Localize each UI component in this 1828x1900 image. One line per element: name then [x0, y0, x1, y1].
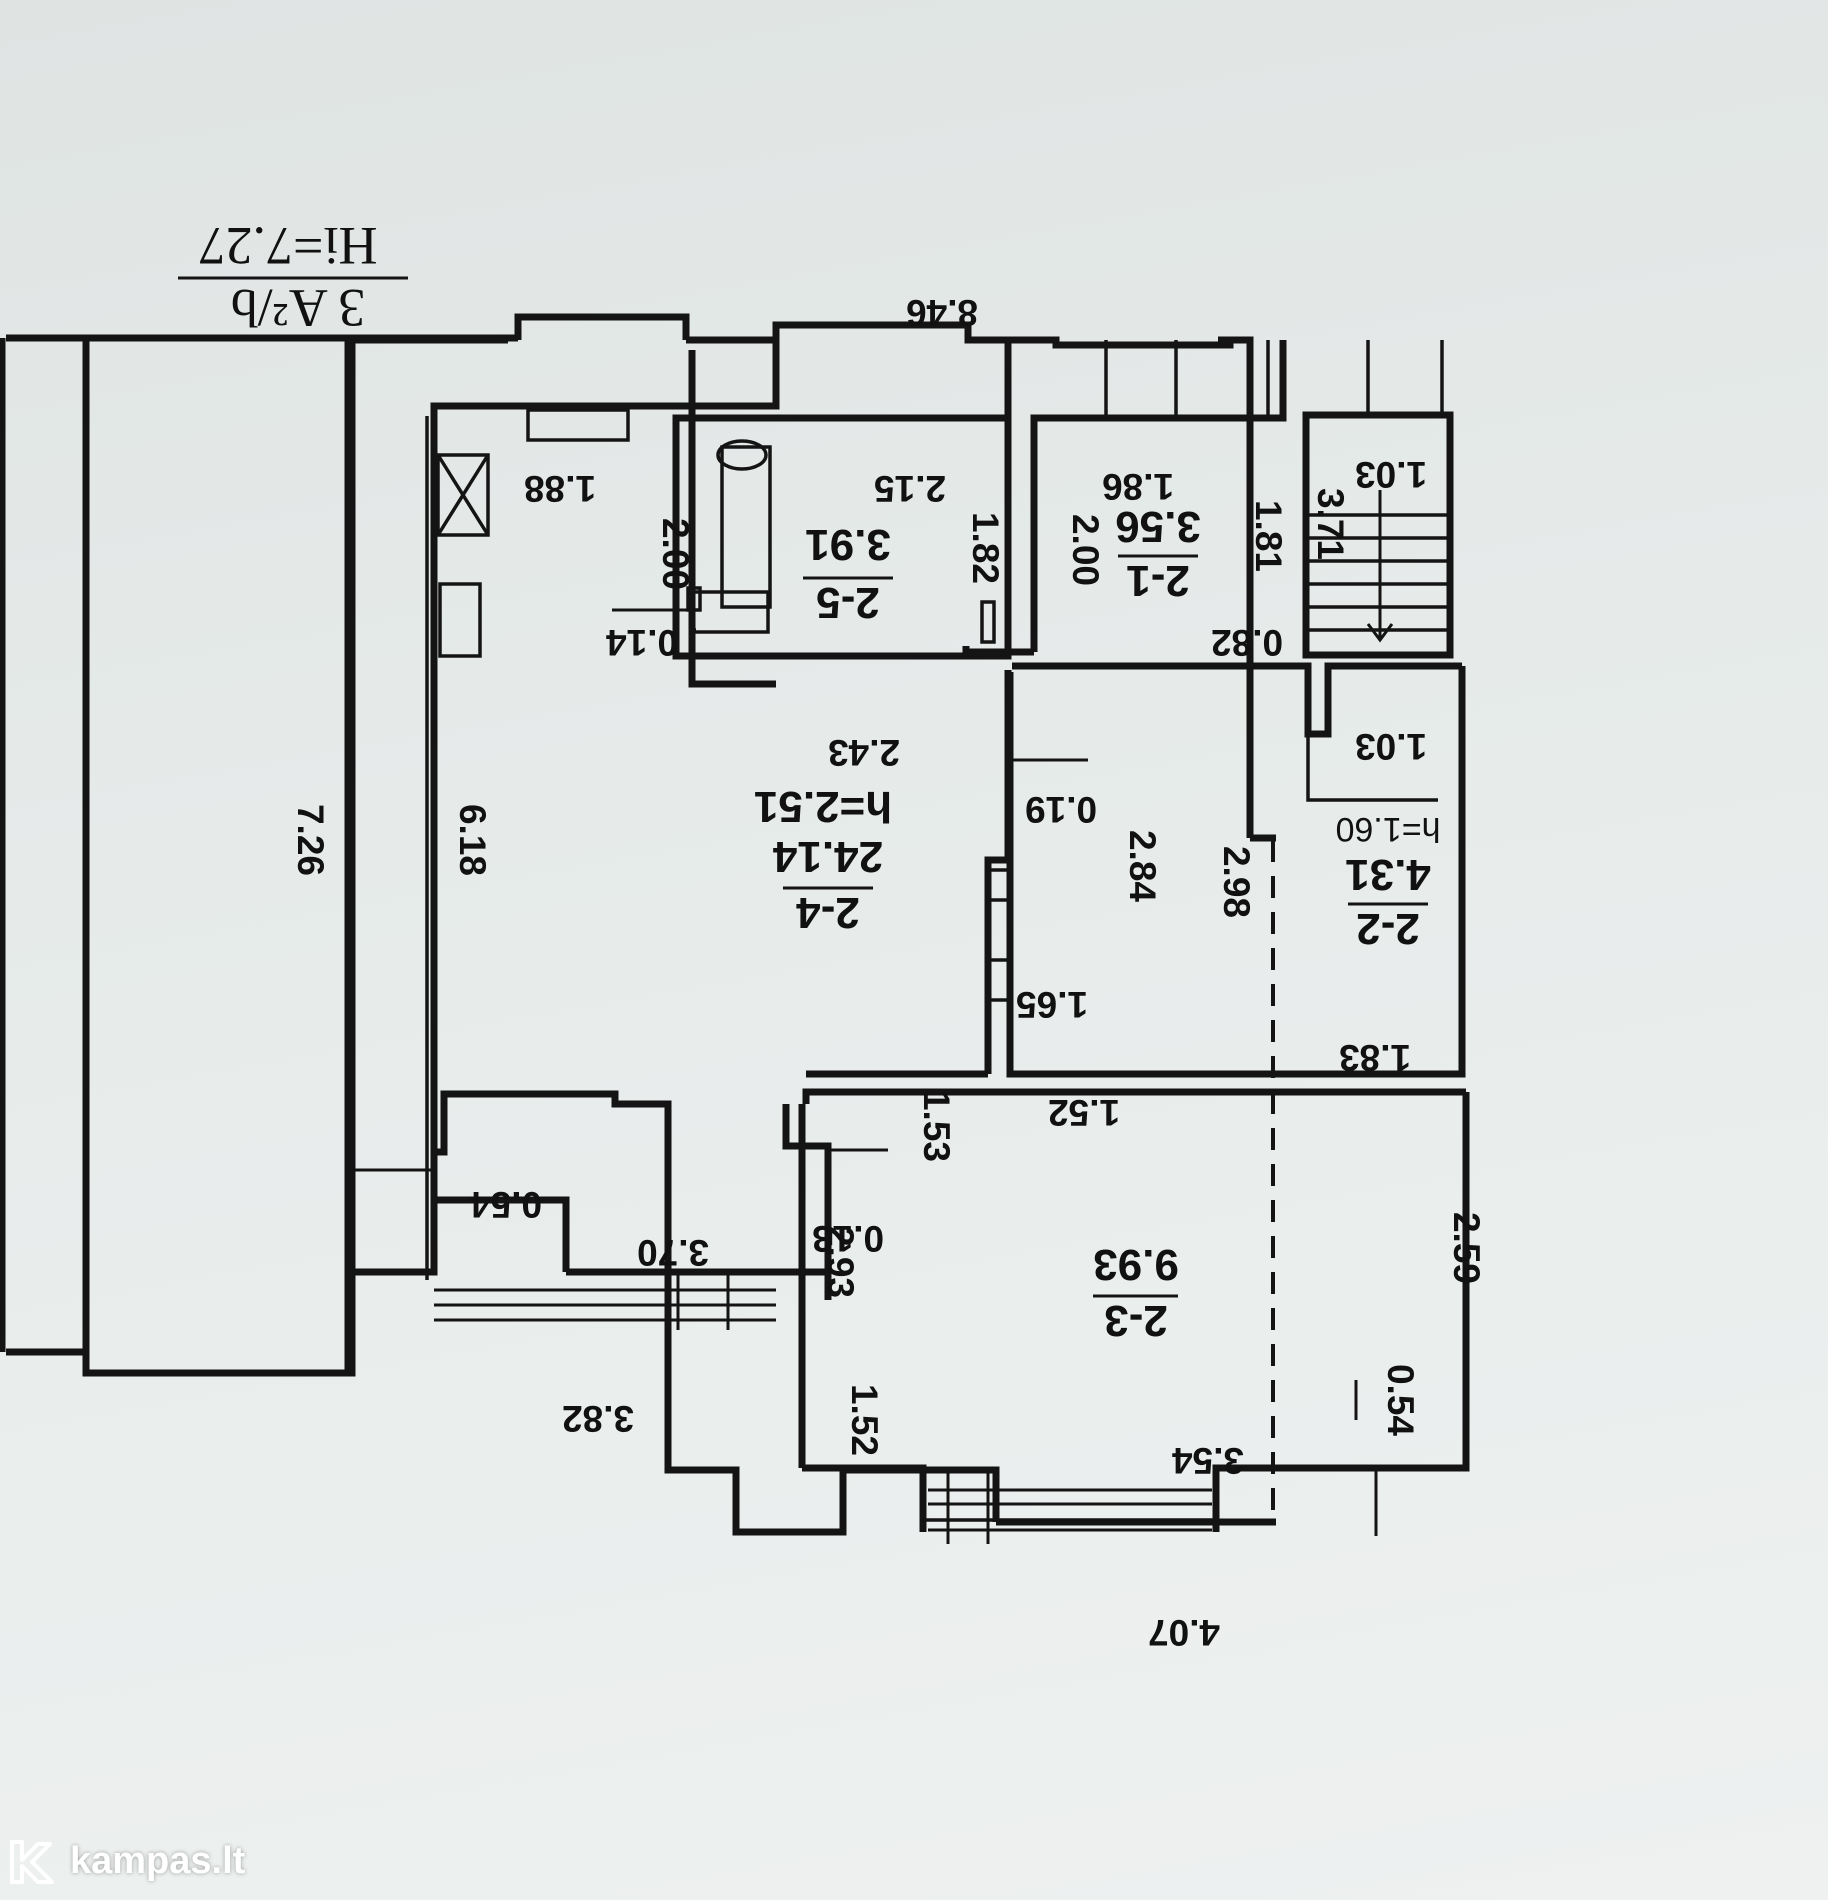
dim-stair-top: 1.03	[1355, 454, 1427, 495]
dim-bottom-right: 4.07	[1148, 1612, 1220, 1653]
dimension-labels: 8.46 7.26 6.18 3.71 3.82 4.07 1.88 2.00 …	[290, 292, 1487, 1653]
room-2-2-walls	[806, 662, 1466, 1078]
watermark: kampas.lt	[6, 1836, 245, 1886]
dim-room23-bottom: 3.54	[1172, 1440, 1244, 1481]
room-2-3-walls	[798, 1088, 1470, 1544]
dim-partition-013: 0.13	[812, 1218, 884, 1259]
dim-step-153: 1.53	[916, 1090, 957, 1162]
dimension-arrows	[348, 608, 1378, 1536]
dim-room23-right: 2.59	[1446, 1212, 1487, 1284]
room-2-2-area: 4.31	[1345, 850, 1431, 899]
room-2-5-area: 3.91	[805, 520, 891, 569]
dim-room22-bottom: 1.83	[1339, 1037, 1411, 1078]
dim-kitchen-top: 1.88	[524, 468, 596, 509]
dim-room21-door: 0.82	[1211, 622, 1283, 663]
dim-room23-top: 1.52	[1048, 1092, 1120, 1133]
dim-bath-height: 1.82	[965, 512, 1006, 584]
room-2-1-id: 2-1	[1126, 556, 1190, 605]
staircase	[1302, 340, 1454, 659]
window-bottom	[434, 1272, 776, 1330]
dim-wall-054-left: 0.54	[470, 1184, 542, 1225]
room-2-1-area: 3.56	[1115, 502, 1201, 551]
room-2-4-area: 24.14	[772, 832, 883, 881]
floor-plan-drawing: 3 A²/b Hi=7.27	[0, 216, 1487, 1653]
room-2-5-id: 2-5	[816, 578, 880, 627]
dim-room23-left: 2.93	[820, 1226, 861, 1298]
room-labels: 2-4 24.14 h=2.51 2-5 3.91 2-1 3.56 2-2 4…	[754, 502, 1441, 1345]
room-2-2-height: h=1.60	[1336, 810, 1441, 848]
kitchen-fixtures	[436, 408, 630, 658]
dim-room22-top: 1.03	[1355, 726, 1427, 767]
dim-step-152: 1.52	[844, 1384, 885, 1456]
dim-room22-height: 2.98	[1216, 846, 1257, 918]
room-2-2-id: 2-2	[1356, 904, 1420, 953]
room-2-5-walls	[672, 336, 1024, 688]
dim-room21-width: 1.86	[1102, 466, 1174, 507]
plan-height-label: Hi=7.27	[199, 216, 378, 276]
hall-walls	[430, 340, 832, 1300]
watermark-text: kampas.lt	[70, 1839, 246, 1882]
dim-room21-height-b: 1.81	[1248, 500, 1289, 572]
dim-opening-165: 1.65	[1016, 984, 1088, 1025]
room-2-4-id: 2-4	[796, 888, 860, 937]
dim-left-inner: 6.18	[452, 804, 493, 876]
dim-partition-014: 0.14	[606, 622, 678, 663]
dim-room21-height-a: 2.00	[1065, 514, 1106, 586]
dim-bath-width: 2.15	[874, 468, 946, 509]
dim-hall-right: 2.84	[1122, 830, 1163, 902]
kampas-logo-icon	[10, 1840, 54, 1884]
plan-title: 3 A²/b	[231, 278, 366, 338]
room-2-4-height: h=2.51	[754, 782, 892, 831]
room-2-1-walls	[962, 340, 1287, 656]
dim-hall-width: 2.43	[828, 732, 900, 773]
dim-top-total: 8.46	[906, 292, 978, 333]
dim-kitchen-wall: 2.00	[655, 518, 696, 590]
dim-bottom-left: 3.82	[562, 1398, 634, 1439]
room-2-3-area: 9.93	[1093, 1240, 1179, 1289]
dim-partition-019: 0.19	[1025, 789, 1097, 830]
dim-hall-bottom: 3.70	[637, 1232, 709, 1273]
dim-left-outer: 7.26	[290, 804, 331, 876]
outer-walls	[0, 313, 1276, 1536]
dim-wall-054-right: 0.54	[1380, 1364, 1421, 1436]
room-2-3-id: 2-3	[1104, 1296, 1168, 1345]
dim-right-outer: 3.71	[1310, 488, 1351, 560]
